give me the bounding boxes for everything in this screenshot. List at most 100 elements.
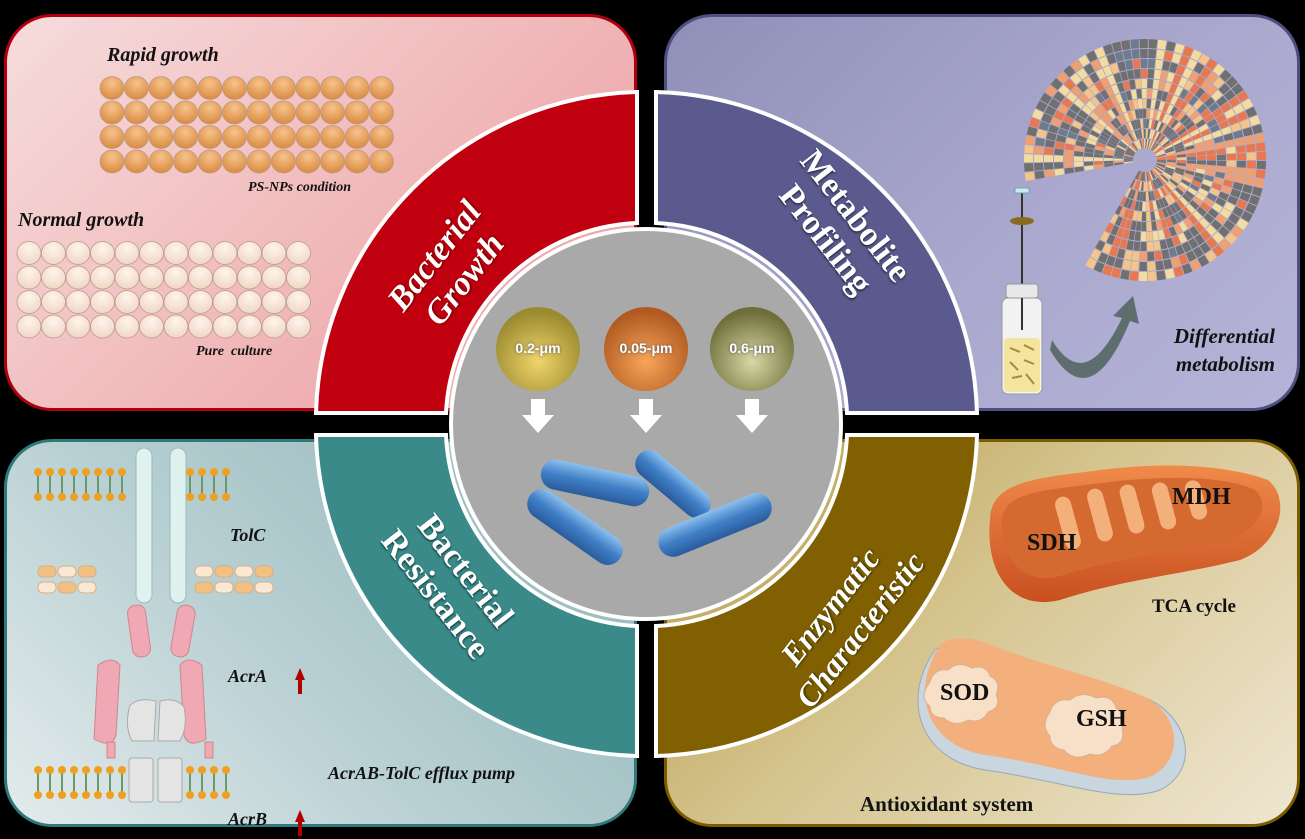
heatmap-cell	[1147, 79, 1154, 89]
heatmap-cell	[1204, 96, 1215, 108]
heatmap-cell	[1185, 203, 1196, 214]
heatmap-cell	[1142, 201, 1146, 211]
heatmap-cell	[1186, 107, 1196, 117]
heatmap-cell	[1073, 98, 1085, 109]
heatmap-cell	[1226, 160, 1236, 168]
heatmap-cell	[1189, 83, 1200, 95]
heatmap-cell	[1078, 93, 1090, 104]
heatmap-cell	[1111, 267, 1122, 279]
heatmap-cell	[1133, 119, 1139, 130]
heatmap-cell	[1158, 101, 1165, 111]
heatmap-cell	[1170, 256, 1181, 268]
heatmap-cell	[1212, 244, 1225, 257]
heatmap-cell	[1189, 183, 1200, 192]
heatmap-cell	[1147, 139, 1151, 149]
heatmap-cell	[1038, 121, 1050, 131]
cell-icon	[114, 314, 140, 339]
heatmap-cell	[1086, 138, 1097, 146]
heatmap-cell	[1142, 171, 1145, 181]
heatmap-cell	[1174, 86, 1184, 97]
heatmap-cell	[1125, 151, 1135, 156]
cell-icon	[246, 76, 272, 100]
heatmap-cell	[1198, 123, 1209, 133]
heatmap-cell	[1141, 221, 1147, 231]
caption-line1: Differential	[1173, 324, 1275, 348]
normal-growth-cell-grid	[16, 241, 311, 339]
heatmap-cell	[1164, 127, 1173, 136]
heatmap-cell	[1127, 111, 1134, 121]
heatmap-cell	[1156, 161, 1166, 164]
heatmap-cell	[1143, 171, 1146, 181]
heatmap-cell	[1147, 59, 1156, 69]
heatmap-cell	[1071, 85, 1083, 98]
heatmap-cell	[1139, 261, 1147, 271]
heatmap-cell	[1113, 257, 1124, 269]
heatmap-cell	[1162, 171, 1172, 178]
heatmap-cell	[1127, 188, 1134, 199]
heatmap-cell	[1123, 49, 1132, 61]
heatmap-cell	[1105, 222, 1114, 234]
heatmap-cell	[1142, 191, 1146, 201]
down-arrows	[522, 399, 768, 433]
cell-icon	[197, 100, 223, 125]
heatmap-cell	[1123, 208, 1131, 219]
cell-icon	[320, 76, 345, 100]
heatmap-cell	[1178, 100, 1188, 111]
heatmap-cell	[1171, 52, 1182, 64]
heatmap-cell	[1206, 71, 1219, 84]
heatmap-cell	[1136, 181, 1141, 191]
heatmap-cell	[1152, 109, 1158, 120]
heatmap-cell	[1074, 151, 1084, 157]
heatmap-cell	[1113, 72, 1122, 84]
nanoparticle-sphere-0-6um	[710, 307, 794, 391]
heatmap-cell	[1024, 144, 1034, 154]
heatmap-cell	[1194, 141, 1205, 149]
heatmap-cell	[1150, 130, 1156, 140]
heatmap-cell	[1224, 108, 1236, 119]
heatmap-cell	[1090, 248, 1101, 261]
heatmap-cell	[1179, 130, 1189, 139]
heatmap-cell	[1117, 144, 1126, 151]
heatmap-cell	[1140, 139, 1144, 149]
heatmap-cell	[1208, 102, 1220, 113]
heatmap-cell	[1089, 130, 1100, 138]
heatmap-cell	[1024, 163, 1034, 172]
heatmap-cell	[1187, 125, 1198, 134]
heatmap-cell	[1134, 201, 1140, 211]
heatmap-cell	[1124, 161, 1134, 164]
heatmap-cell	[1242, 127, 1254, 137]
pure-culture-caption: Pure culture	[196, 344, 273, 359]
heatmap-cell	[1155, 150, 1165, 156]
heatmap-cell	[1163, 144, 1173, 151]
heatmap-cell	[1145, 171, 1147, 181]
nanoparticle-label: 0.6-μm	[729, 340, 775, 356]
heatmap-cell	[1244, 135, 1255, 145]
heatmap-cell	[1169, 62, 1179, 74]
heatmap-cell	[1044, 154, 1054, 163]
heatmap-cell	[1177, 127, 1187, 136]
heatmap-cell	[1100, 131, 1111, 140]
cell-icon	[222, 125, 247, 149]
heatmap-cell	[1148, 191, 1153, 201]
cell-icon	[173, 125, 198, 149]
heatmap-cell	[1130, 143, 1138, 152]
heatmap-cell	[1212, 107, 1223, 118]
heatmap-cell	[1256, 151, 1266, 160]
heatmap-cell	[1062, 115, 1074, 125]
heatmap-cell	[1122, 259, 1132, 270]
heatmap-cell	[1159, 239, 1168, 250]
heatmap-cell	[1132, 142, 1139, 151]
heatmap-cell	[1179, 88, 1189, 100]
heatmap-cell	[1176, 111, 1186, 121]
heatmap-cell	[1191, 179, 1202, 188]
heatmap-cell	[1078, 54, 1090, 67]
heatmap-cell	[1053, 91, 1065, 103]
heatmap-cell	[1205, 250, 1217, 263]
heatmap-cell	[1081, 105, 1093, 115]
heatmap-cell	[1163, 258, 1173, 270]
heatmap-cell	[1196, 151, 1206, 156]
cell-icon	[212, 290, 238, 314]
down-arrow-icon	[736, 399, 768, 433]
heatmap-cell	[1114, 160, 1124, 164]
heatmap-cell	[1232, 129, 1244, 139]
